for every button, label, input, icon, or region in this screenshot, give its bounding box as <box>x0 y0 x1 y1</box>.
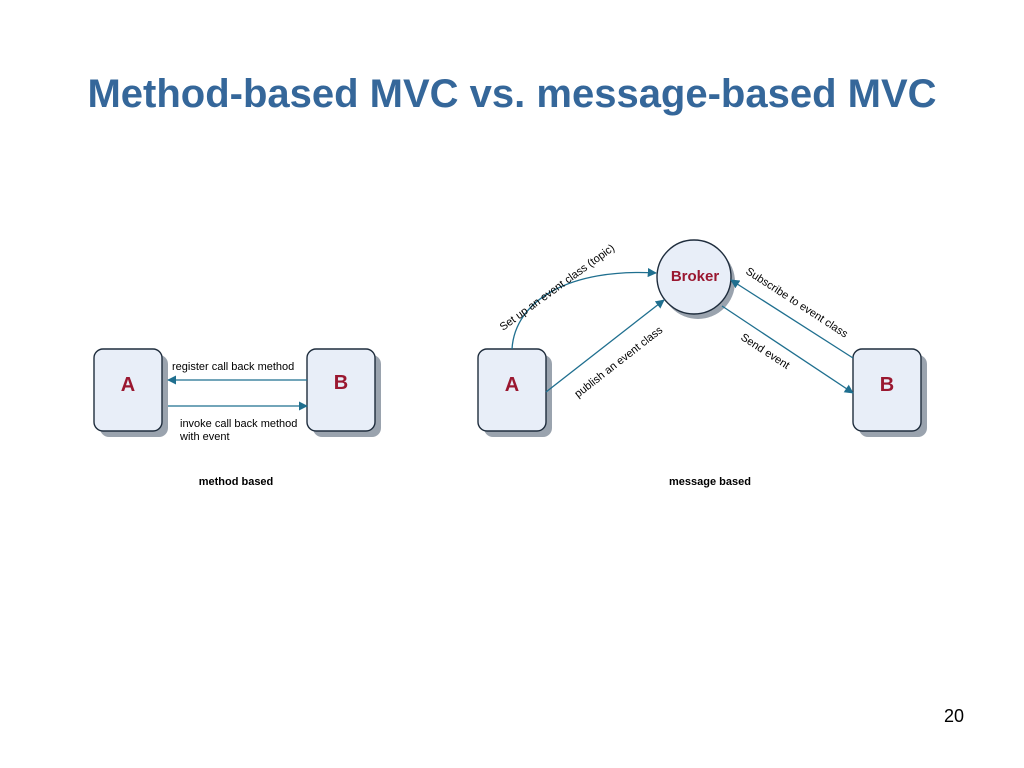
subscribe-arrow <box>730 279 854 359</box>
setup-label: Set up an event class (topic) <box>498 242 617 333</box>
send-label: Send event <box>738 331 791 371</box>
broker-label: Broker <box>671 268 720 285</box>
method-caption: method based <box>199 476 274 488</box>
message-node-a-label: A <box>505 374 519 396</box>
invoke-label-line2: with event <box>179 431 230 443</box>
register-label: register call back method <box>172 361 294 373</box>
method-node-a: A <box>93 348 168 437</box>
page-number: 20 <box>943 706 964 726</box>
message-node-b: B <box>852 348 927 437</box>
setup-arrow <box>511 267 657 350</box>
subscribe-label: Subscribe to event class <box>743 265 850 340</box>
message-node-a: A <box>477 348 552 437</box>
send-arrow <box>721 305 854 394</box>
invoke-label-line1: invoke call back method <box>180 418 297 430</box>
broker-node: Broker <box>656 239 735 319</box>
message-caption: message based <box>669 476 751 488</box>
method-node-b-label: B <box>334 372 348 394</box>
method-node-a-label: A <box>121 374 135 396</box>
method-node-b: B <box>306 348 381 437</box>
message-node-b-label: B <box>880 374 894 396</box>
publish-arrow <box>545 299 665 393</box>
slide-title: Method-based MVC vs. message-based MVC <box>87 72 937 116</box>
